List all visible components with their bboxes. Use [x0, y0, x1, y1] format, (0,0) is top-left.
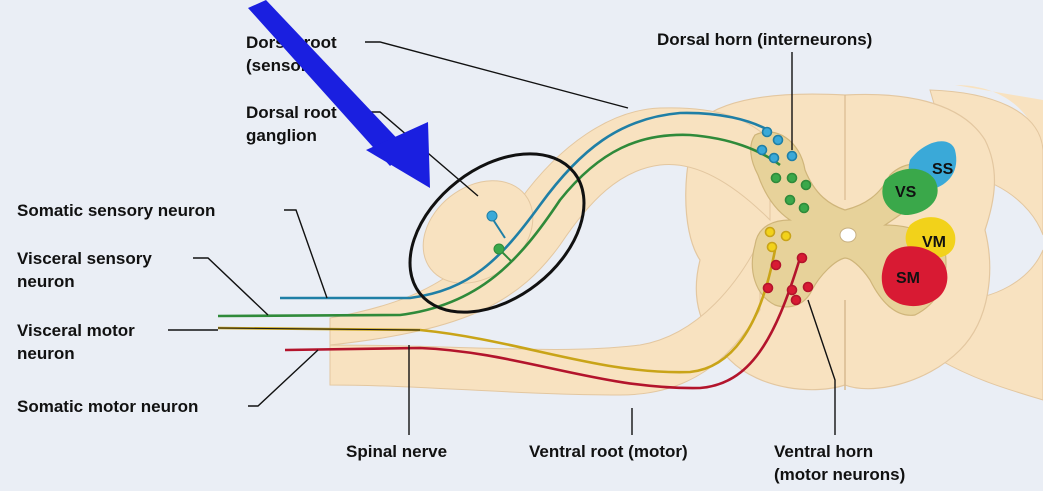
somatic-sensory-cell-body [487, 211, 497, 221]
label-somatic-sensory-neuron: Somatic sensory neuron [17, 201, 215, 220]
central-canal [840, 228, 856, 242]
label-visceral-sensory-neuron-sub: neuron [17, 272, 75, 291]
region-ss-label: SS [932, 161, 954, 178]
label-dorsal-root-ganglion: Dorsal root [246, 103, 337, 122]
label-spinal-nerve: Spinal nerve [346, 442, 447, 461]
label-dorsal-root-ganglion-sub: ganglion [246, 126, 317, 145]
label-visceral-sensory-neuron: Visceral sensory [17, 249, 152, 268]
label-ventral-horn-sub: (motor neurons) [774, 465, 905, 484]
region-sm-label: SM [896, 270, 920, 287]
pointer-arrow [248, 0, 430, 188]
region-vm-label: VM [922, 234, 946, 251]
label-dorsal-horn: Dorsal horn (interneurons) [657, 30, 872, 49]
label-visceral-motor-neuron-sub: neuron [17, 344, 75, 363]
label-somatic-motor-neuron: Somatic motor neuron [17, 397, 198, 416]
region-vs-label: VS [895, 184, 917, 201]
label-ventral-root: Ventral root (motor) [529, 442, 688, 461]
visceral-sensory-cell-body [494, 244, 504, 254]
label-ventral-horn: Ventral horn [774, 442, 873, 461]
label-visceral-motor-neuron: Visceral motor [17, 321, 135, 340]
